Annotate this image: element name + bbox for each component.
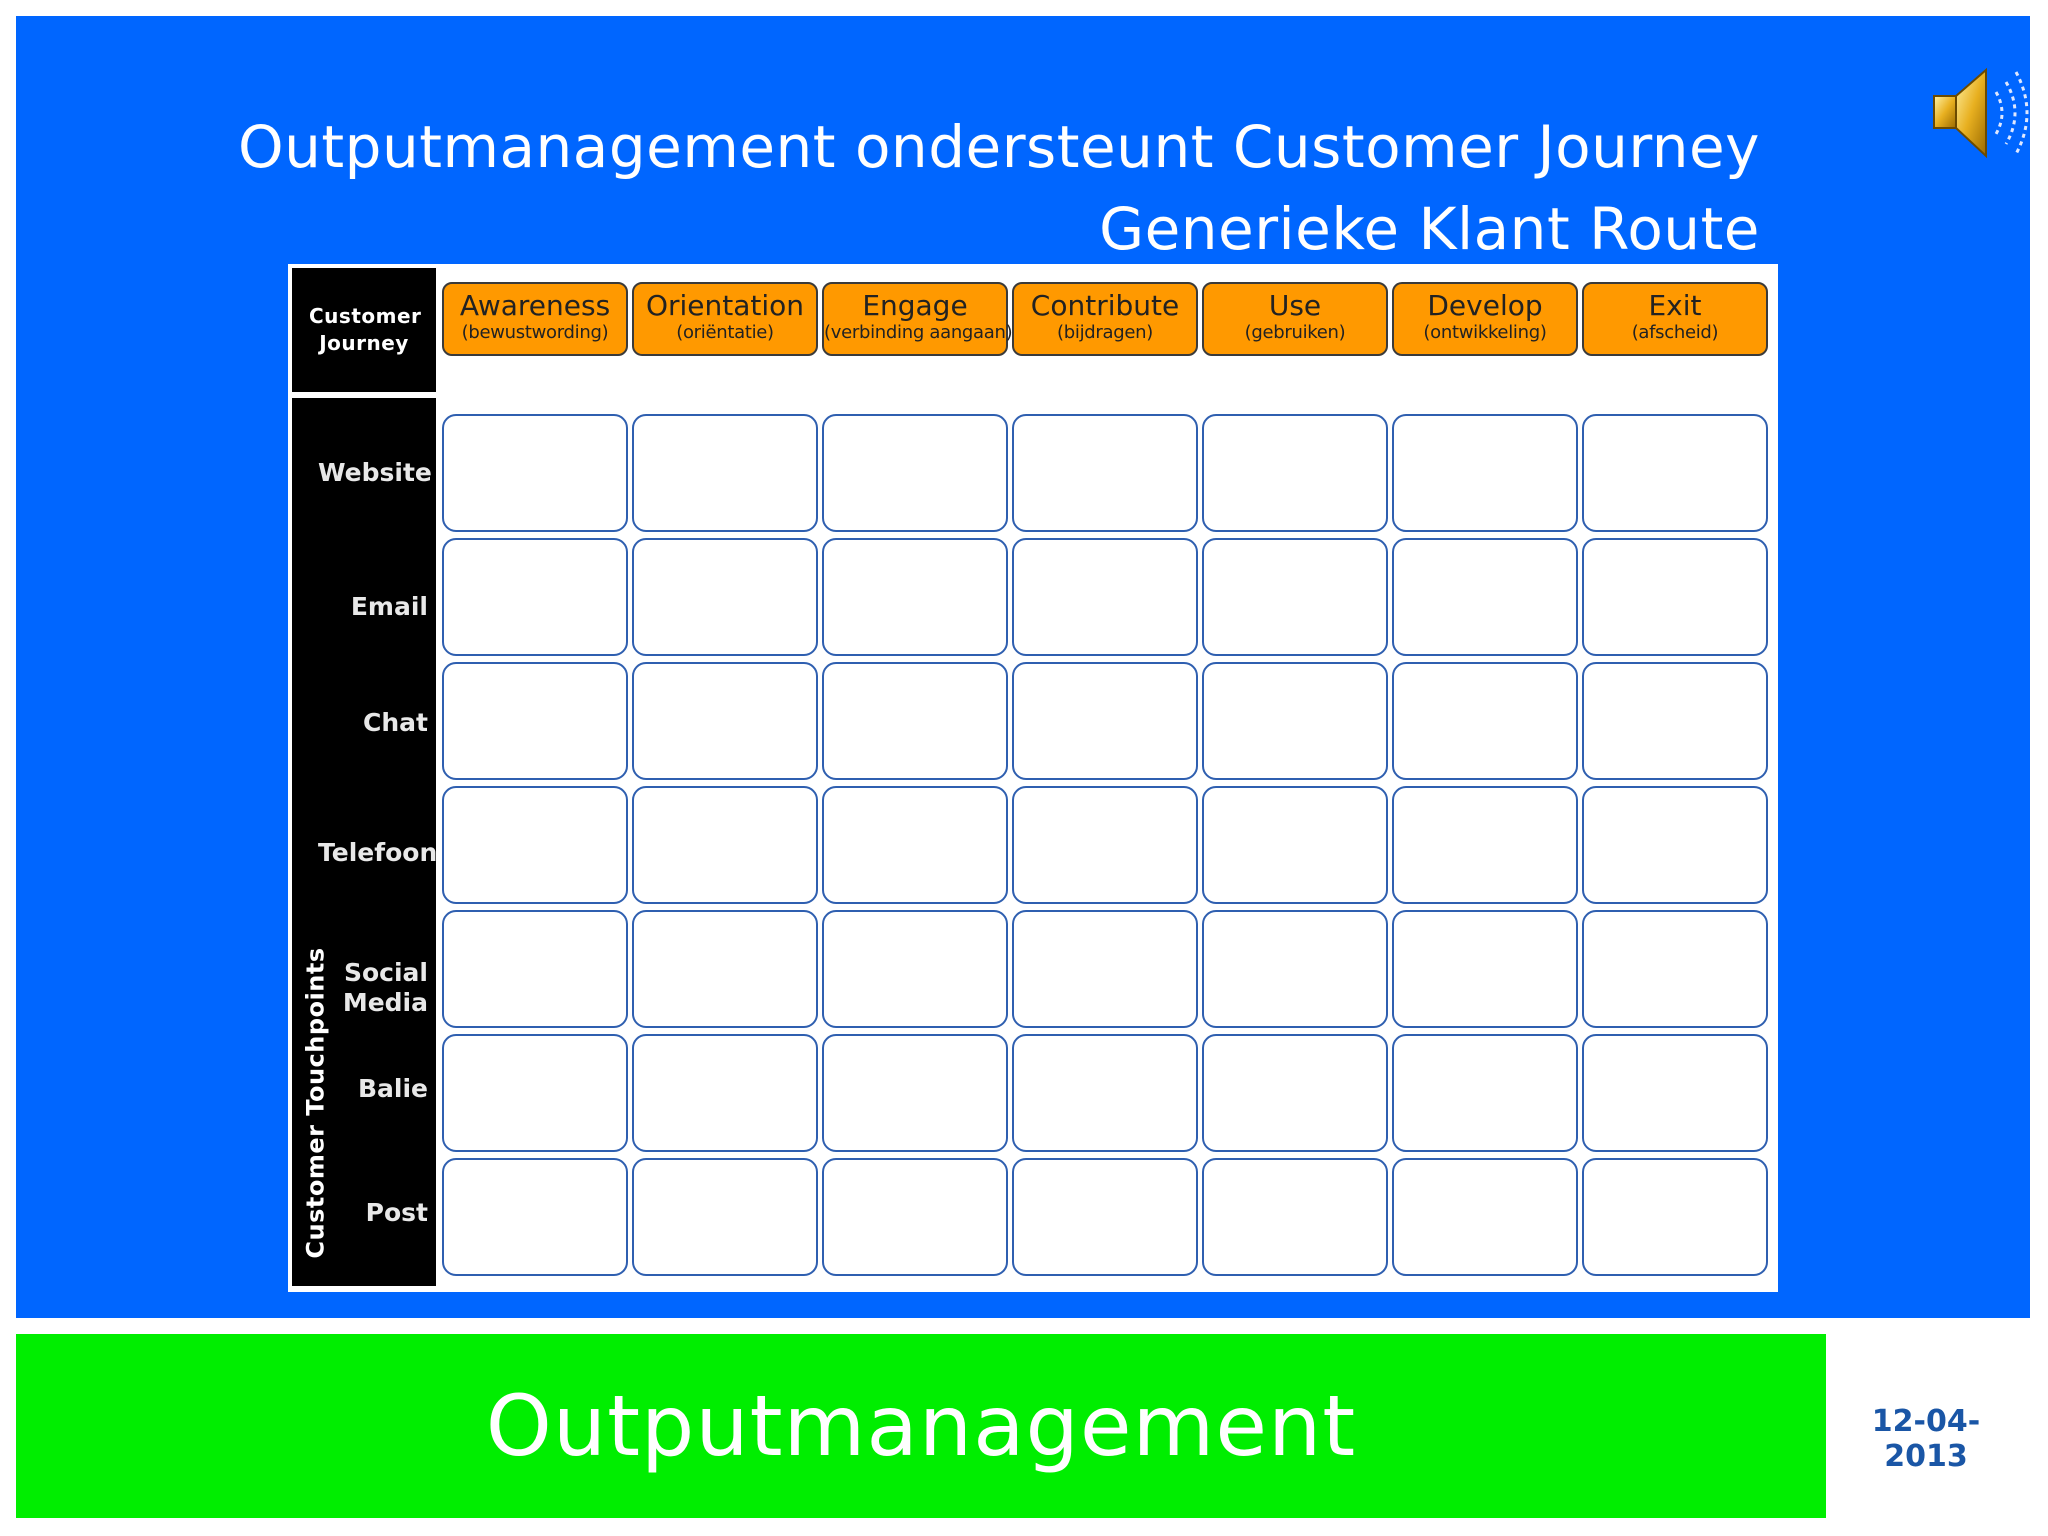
stage-name: Awareness — [459, 289, 611, 322]
stage-subtitle: (verbinding aangaan) — [824, 322, 1013, 343]
grid-cell-r4-c0[interactable] — [442, 910, 628, 1028]
stage-3: Contribute(bijdragen) — [1012, 282, 1198, 356]
grid-cell-r3-c5[interactable] — [1392, 786, 1578, 904]
grid-cell-r2-c6[interactable] — [1582, 662, 1768, 780]
grid-cell-r6-c2[interactable] — [822, 1158, 1008, 1276]
stage-name: Use — [1268, 289, 1322, 322]
grid-cell-r3-c3[interactable] — [1012, 786, 1198, 904]
grid-cell-r2-c2[interactable] — [822, 662, 1008, 780]
touchpoint-label-line1: Email — [350, 592, 428, 621]
grid-cell-r4-c5[interactable] — [1392, 910, 1578, 1028]
grid-cell-r1-c2[interactable] — [822, 538, 1008, 656]
slide-title-line2: Generieke Klant Route — [1099, 195, 1760, 263]
grid-cell-r3-c6[interactable] — [1582, 786, 1768, 904]
grid-cell-r5-c2[interactable] — [822, 1034, 1008, 1152]
grid-cell-r2-c0[interactable] — [442, 662, 628, 780]
stage-subtitle: (gebruiken) — [1244, 322, 1346, 343]
stage-5: Develop(ontwikkeling) — [1392, 282, 1578, 356]
grid-cell-r3-c0[interactable] — [442, 786, 628, 904]
stage-0: Awareness(bewustwording) — [442, 282, 628, 356]
grid-cell-r0-c2[interactable] — [822, 414, 1008, 532]
grid-cell-r3-c4[interactable] — [1202, 786, 1388, 904]
grid-cell-r3-c2[interactable] — [822, 786, 1008, 904]
touchpoint-label-line1: Balie — [357, 1074, 428, 1103]
grid-cell-r5-c0[interactable] — [442, 1034, 628, 1152]
grid-cell-r0-c4[interactable] — [1202, 414, 1388, 532]
touchpoint-label-line1: Telefoon — [318, 838, 438, 867]
stage-subtitle: (bewustwording) — [461, 322, 609, 343]
grid-cell-r5-c4[interactable] — [1202, 1034, 1388, 1152]
grid-cell-r6-c4[interactable] — [1202, 1158, 1388, 1276]
grid-cell-r1-c6[interactable] — [1582, 538, 1768, 656]
grid-cell-r6-c6[interactable] — [1582, 1158, 1768, 1276]
slide-date: 12-04-2013 — [1871, 1404, 1981, 1474]
stage-name: Engage — [862, 289, 968, 322]
speaker-icon[interactable] — [1928, 58, 2038, 168]
grid-cell-r4-c1[interactable] — [632, 910, 818, 1028]
grid-cell-r1-c3[interactable] — [1012, 538, 1198, 656]
touchpoint-label: Email — [318, 592, 428, 622]
grid-cell-r0-c5[interactable] — [1392, 414, 1578, 532]
grid-cell-r6-c1[interactable] — [632, 1158, 818, 1276]
touchpoint-label-line1: Website — [318, 458, 432, 487]
touchpoint-label: Chat — [318, 708, 428, 738]
grid-cell-r0-c6[interactable] — [1582, 414, 1768, 532]
stage-6: Exit(afscheid) — [1582, 282, 1768, 356]
touchpoint-label: Website — [318, 458, 432, 488]
footer-bar: Outputmanagement — [16, 1334, 1826, 1518]
touchpoint-label: Post — [318, 1198, 428, 1228]
corner-label-line2: Journey — [319, 331, 409, 355]
corner-label: Customer Journey — [292, 268, 436, 392]
grid-cell-r2-c1[interactable] — [632, 662, 818, 780]
grid-cell-r4-c2[interactable] — [822, 910, 1008, 1028]
grid-cell-r0-c3[interactable] — [1012, 414, 1198, 532]
grid-cell-r1-c1[interactable] — [632, 538, 818, 656]
touchpoint-label-line1: Chat — [363, 708, 428, 737]
touchpoint-label: Balie — [318, 1074, 428, 1104]
stage-subtitle: (oriëntatie) — [676, 322, 774, 343]
slide-title-line1: Outputmanagement ondersteunt Customer Jo… — [238, 113, 1760, 181]
stage-subtitle: (bijdragen) — [1057, 322, 1153, 343]
corner-label-line1: Customer — [309, 304, 422, 328]
grid-cell-r4-c6[interactable] — [1582, 910, 1768, 1028]
stage-name: Develop — [1427, 289, 1543, 322]
grid-cell-r6-c0[interactable] — [442, 1158, 628, 1276]
grid-cell-r0-c1[interactable] — [632, 414, 818, 532]
grid-cell-r2-c3[interactable] — [1012, 662, 1198, 780]
stage-subtitle: (afscheid) — [1631, 322, 1719, 343]
touchpoint-label-line2: Media — [342, 988, 428, 1017]
grid-cell-r5-c5[interactable] — [1392, 1034, 1578, 1152]
grid-cell-r5-c6[interactable] — [1582, 1034, 1768, 1152]
grid-cell-r6-c5[interactable] — [1392, 1158, 1578, 1276]
grid-cell-r4-c3[interactable] — [1012, 910, 1198, 1028]
stage-name: Exit — [1648, 289, 1702, 322]
grid-cell-r5-c3[interactable] — [1012, 1034, 1198, 1152]
grid-cell-r1-c5[interactable] — [1392, 538, 1578, 656]
touchpoint-label: Telefoon — [318, 838, 438, 868]
slide-title: Outputmanagement ondersteunt Customer Jo… — [60, 106, 1760, 270]
grid-cell-r6-c3[interactable] — [1012, 1158, 1198, 1276]
footer-title: Outputmanagement — [485, 1377, 1357, 1475]
stage-2: Engage(verbinding aangaan) — [822, 282, 1013, 356]
grid-cell-r1-c0[interactable] — [442, 538, 628, 656]
stage-1: Orientation(oriëntatie) — [632, 282, 818, 356]
grid-cell-r4-c4[interactable] — [1202, 910, 1388, 1028]
grid-cell-r5-c1[interactable] — [632, 1034, 818, 1152]
customer-journey-grid: Customer Journey Customer Touchpoints We… — [288, 264, 1778, 1292]
stage-4: Use(gebruiken) — [1202, 282, 1388, 356]
grid-cell-r1-c4[interactable] — [1202, 538, 1388, 656]
stage-subtitle: (ontwikkeling) — [1423, 322, 1547, 343]
stage-name: Orientation — [645, 289, 805, 322]
grid-cell-r2-c5[interactable] — [1392, 662, 1578, 780]
touchpoint-label-line1: Post — [365, 1198, 428, 1227]
touchpoint-label-line1: Social — [343, 958, 428, 987]
grid-cell-r3-c1[interactable] — [632, 786, 818, 904]
grid-cell-r0-c0[interactable] — [442, 414, 628, 532]
stage-name: Contribute — [1030, 289, 1180, 322]
grid-cell-r2-c4[interactable] — [1202, 662, 1388, 780]
